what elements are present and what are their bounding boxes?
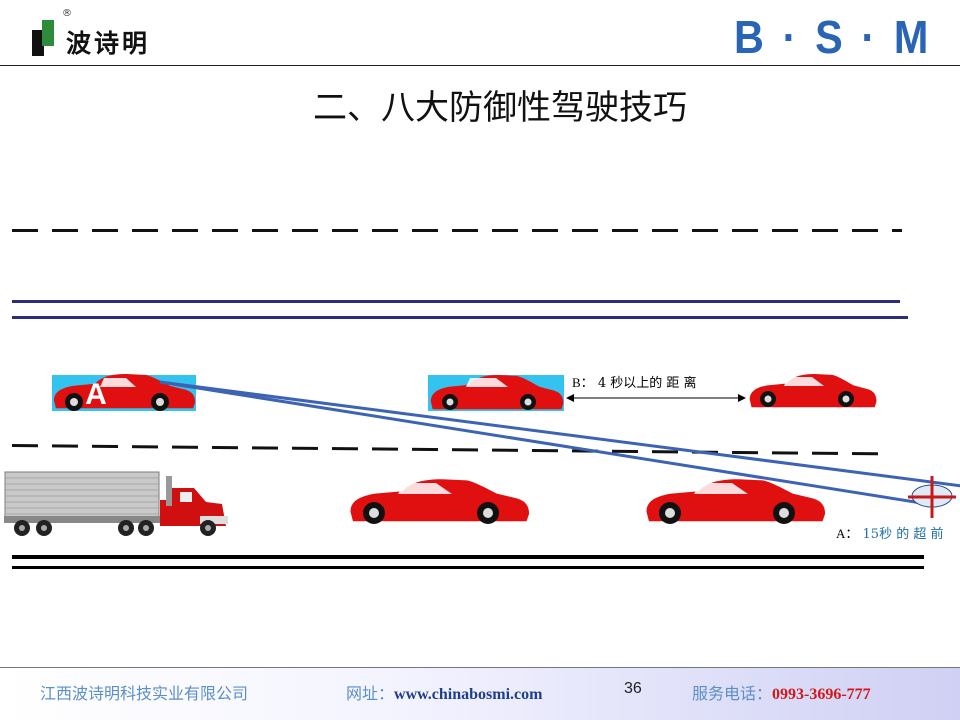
truck (4, 471, 228, 536)
target-reticle-icon (908, 476, 956, 518)
lane-dashed-line-top (12, 229, 902, 232)
car-lower-1 (350, 479, 530, 524)
logo-mark-icon (32, 20, 54, 56)
road-edge-line-2 (12, 566, 924, 569)
car-a-letter: A (85, 378, 107, 411)
label-a: A： 15秒 的 超 前 (836, 523, 943, 542)
label-b-text: 4 秒以上的 距 离 (597, 376, 697, 391)
label-a-text: 15秒 的 超 前 (862, 527, 944, 542)
footer-divider (0, 667, 960, 668)
lane-solid-line-2 (12, 316, 908, 319)
label-b: B： 4 秒以上的 距 离 (572, 372, 696, 391)
header-divider (0, 65, 960, 66)
label-a-key: A： (836, 526, 859, 541)
page-number: 36 (624, 680, 642, 697)
car-ahead (749, 373, 877, 408)
website-label: 网址： (346, 684, 395, 703)
car-b (428, 374, 564, 411)
brand-wordmark: B · S · M (734, 11, 932, 63)
footer-website: 网址：www.chinabosmi.com (346, 680, 542, 704)
website-link[interactable]: www.chinabosmi.com (394, 686, 543, 703)
sight-line-lower (159, 380, 935, 507)
label-b-key: B： (572, 375, 594, 390)
phone-number: 0993-3696-777 (772, 686, 871, 703)
phone-label: 服务电话： (692, 684, 773, 703)
car-a (52, 373, 196, 411)
footer-phone: 服务电话：0993-3696-777 (692, 680, 871, 704)
road-edge-line-1 (12, 555, 924, 559)
car-lower-2 (646, 479, 826, 524)
company-logo: ® 波诗明 (32, 8, 182, 60)
footer-company: 江西波诗明科技实业有限公司 (40, 684, 249, 703)
registered-mark: ® (62, 8, 72, 19)
logo-text: 波诗明 (66, 29, 151, 58)
distance-arrow (566, 394, 746, 402)
sight-line-upper (159, 380, 960, 488)
footer: 江西波诗明科技实业有限公司 网址：www.chinabosmi.com 36 服… (0, 668, 960, 720)
slide-title: 二、八大防御性驾驶技巧 (313, 88, 687, 128)
lane-solid-line-1 (12, 300, 900, 303)
